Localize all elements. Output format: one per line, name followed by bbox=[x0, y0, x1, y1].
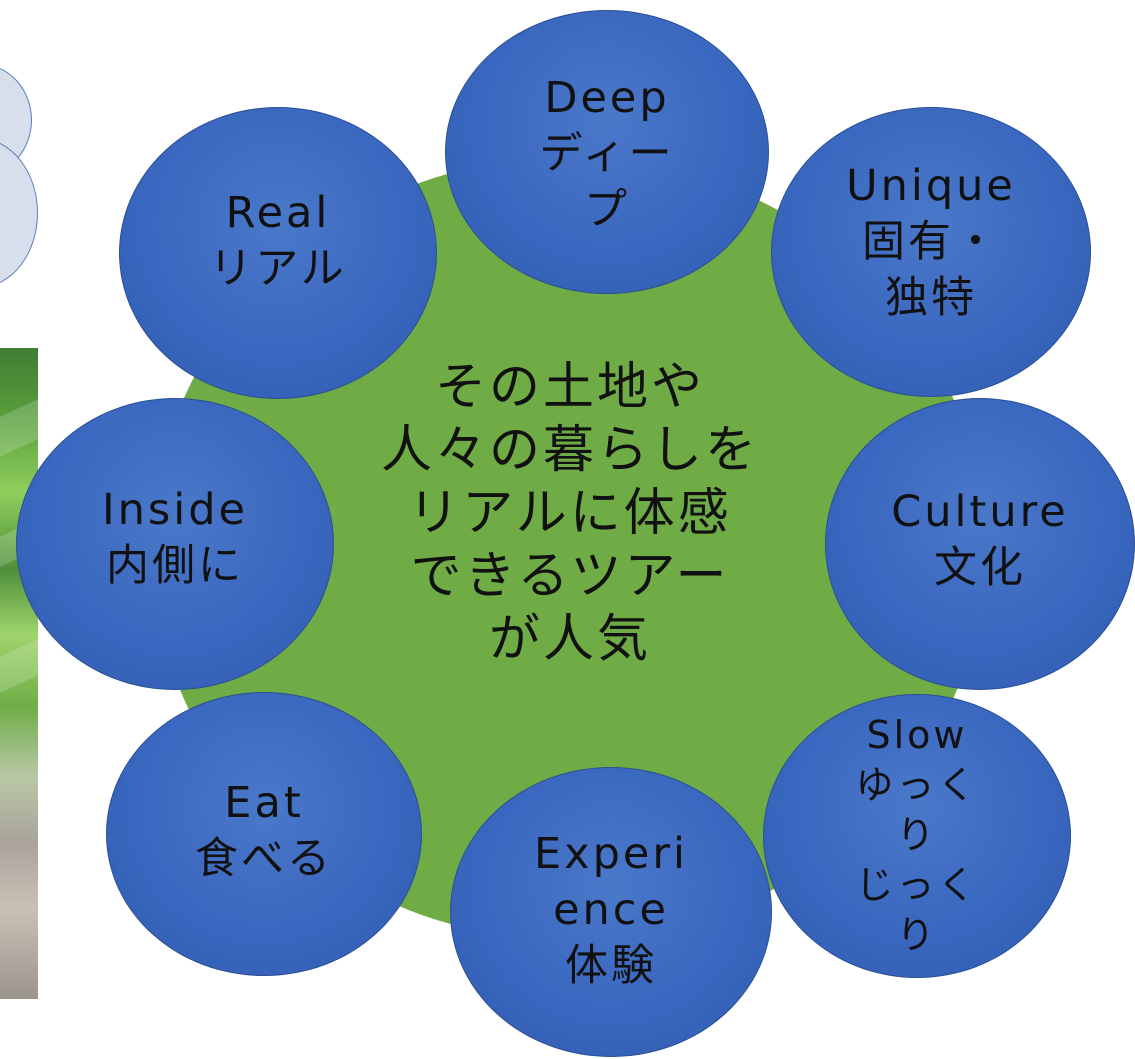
node-slow-line: Slow bbox=[866, 713, 968, 757]
center-line: が人気 bbox=[488, 610, 651, 669]
node-deep-line: プ bbox=[584, 185, 630, 235]
center-line: その土地や bbox=[434, 358, 705, 417]
node-culture-line: Culture bbox=[891, 487, 1069, 537]
node-real-line: Real bbox=[225, 188, 331, 238]
node-culture-line: 文化 bbox=[934, 543, 1026, 593]
node-slow-line: り bbox=[896, 913, 938, 957]
node-unique-line: Unique bbox=[846, 161, 1016, 211]
node-slow bbox=[763, 694, 1071, 978]
node-inside-line: 内側に bbox=[106, 541, 244, 591]
node-eat bbox=[106, 692, 422, 976]
node-deep-text: Deep ディー プ bbox=[445, 70, 769, 238]
center-text: その土地や 人々の暮らしを リアルに体感 できるツアー が人気 bbox=[340, 356, 800, 671]
center-line: リアルに体感 bbox=[408, 484, 732, 543]
node-experience-line: 体験 bbox=[565, 941, 657, 991]
node-experience-line: Experi bbox=[534, 829, 688, 879]
node-eat-line: Eat bbox=[224, 778, 304, 828]
node-slow-line: じっく bbox=[855, 863, 979, 907]
node-inside bbox=[16, 398, 334, 690]
center-line: 人々の暮らしを bbox=[380, 421, 759, 480]
node-real-line: リアル bbox=[209, 244, 347, 294]
node-culture-text: Culture 文化 bbox=[825, 484, 1135, 596]
node-deep-line: ディー bbox=[539, 129, 675, 179]
node-experience-text: Experi ence 体験 bbox=[450, 826, 772, 994]
node-eat-line: 食べる bbox=[195, 834, 333, 884]
node-inside-line: Inside bbox=[101, 485, 249, 535]
node-experience-line: ence bbox=[553, 885, 669, 935]
node-deep-line: Deep bbox=[544, 73, 670, 123]
node-slow-text: Slow ゆっく り じっく り bbox=[763, 710, 1071, 960]
node-deep bbox=[445, 10, 769, 294]
node-unique-line: 固有・ bbox=[862, 217, 1000, 267]
node-real bbox=[119, 107, 437, 399]
node-inside-text: Inside 内側に bbox=[16, 482, 334, 594]
cropped-circle-bottom bbox=[0, 138, 38, 288]
node-slow-line: ゆっく bbox=[855, 763, 979, 807]
center-line: できるツアー bbox=[410, 547, 730, 606]
node-slow-line: り bbox=[896, 813, 938, 857]
node-culture bbox=[825, 398, 1135, 690]
cropped-photo bbox=[0, 348, 38, 999]
node-real-text: Real リアル bbox=[119, 185, 437, 297]
node-unique-line: 独特 bbox=[885, 273, 977, 323]
node-eat-text: Eat 食べる bbox=[106, 775, 422, 887]
node-unique-text: Unique 固有・ 独特 bbox=[771, 158, 1091, 326]
node-unique bbox=[771, 107, 1091, 397]
node-experience bbox=[450, 767, 772, 1057]
